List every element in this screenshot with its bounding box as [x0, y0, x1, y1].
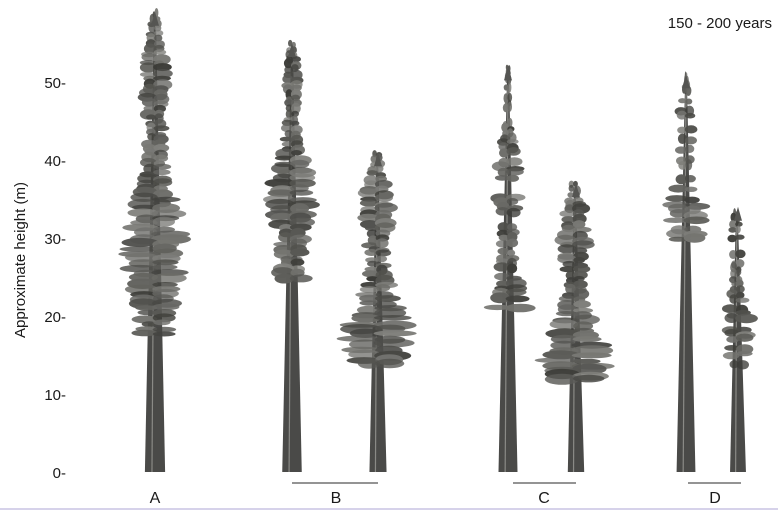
tree-foliage	[508, 102, 512, 112]
tree-foliage	[291, 259, 305, 266]
tree-foliage	[684, 197, 699, 204]
tree-foliage	[153, 217, 175, 227]
tree-b	[337, 150, 417, 472]
y-tick-label: 10-	[44, 387, 66, 404]
tree-foliage	[550, 319, 579, 329]
tree-foliage	[736, 334, 754, 342]
tree-foliage	[376, 256, 387, 263]
tree-foliage	[506, 295, 530, 302]
tree-foliage	[131, 330, 157, 337]
tree-foliage	[290, 248, 309, 256]
tree-foliage	[153, 164, 171, 170]
tree-foliage	[290, 190, 314, 196]
tree-foliage	[152, 273, 187, 283]
group-label-d: D	[709, 490, 721, 507]
tree-foliage	[505, 304, 536, 313]
tree-foliage	[376, 238, 389, 248]
tree-foliage	[507, 175, 519, 182]
tree-foliage	[154, 50, 166, 55]
tree-foliage	[735, 235, 744, 240]
y-tick-label: 30-	[44, 231, 66, 248]
tree-foliage	[153, 327, 177, 332]
tree-d	[722, 207, 758, 472]
tree-foliage	[153, 332, 176, 337]
tree-foliage	[375, 359, 404, 368]
tree-foliage	[507, 198, 518, 205]
tree-foliage	[507, 264, 517, 274]
tree-tip	[504, 66, 512, 80]
tree-a	[118, 8, 191, 472]
tree-foliage	[685, 145, 694, 153]
tree-foliage	[685, 113, 695, 119]
tree-foliage	[685, 187, 698, 192]
y-tick-label: 40-	[44, 153, 66, 170]
tree-foliage	[374, 315, 412, 321]
group-label-b: B	[331, 490, 342, 507]
tree-foliage	[508, 82, 512, 93]
tree-foliage	[572, 352, 612, 358]
group-label-a: A	[150, 490, 161, 507]
tree-foliage	[573, 375, 605, 383]
tree-foliage	[376, 249, 392, 256]
y-axis-ticks: 0- 10- 20- 30- 40- 50-	[44, 75, 66, 482]
tree-foliage	[573, 336, 602, 342]
tree-foliage	[291, 121, 299, 126]
tree-foliage	[376, 284, 390, 291]
tree-foliage	[506, 289, 527, 296]
tree-foliage	[153, 169, 170, 175]
tree-foliage	[685, 175, 696, 182]
tree-foliage	[153, 125, 169, 131]
tree-foliage	[735, 250, 745, 259]
tree-c	[484, 65, 536, 472]
trees-layer	[118, 8, 758, 472]
tree-foliage	[558, 244, 577, 253]
tree-foliage	[153, 320, 170, 326]
tree-foliage	[735, 226, 740, 234]
figure-title: 150 - 200 years	[668, 15, 772, 32]
tree-foliage	[685, 159, 692, 170]
tree-foliage	[736, 269, 741, 275]
tree-foliage	[685, 99, 692, 105]
y-axis-label: Approximate height (m)	[12, 182, 29, 338]
tree-foliage	[374, 330, 417, 336]
tree-foliage	[727, 235, 737, 243]
tree-foliage	[573, 257, 585, 263]
tree-foliage	[736, 351, 752, 356]
tree-foliage	[684, 233, 706, 242]
y-tick-label: 50-	[44, 75, 66, 92]
tree-foliage	[507, 208, 521, 218]
tree-foliage	[153, 264, 178, 269]
tree-c	[535, 181, 615, 472]
tree-foliage	[494, 262, 510, 271]
tree-foliage	[152, 259, 178, 265]
group-label-c: C	[538, 490, 550, 507]
tree-foliage	[737, 360, 749, 369]
tree-foliage	[507, 239, 518, 248]
tree-foliage	[685, 125, 698, 133]
tree-foliage	[736, 298, 750, 303]
tree-foliage	[290, 274, 313, 282]
y-tick-label: 0-	[53, 465, 66, 482]
tree-foliage	[375, 295, 401, 302]
tree-foliage	[506, 168, 524, 176]
group-labels: A B C D	[150, 490, 721, 507]
tree-foliage	[735, 314, 758, 324]
tree-foliage	[506, 147, 520, 156]
tree-foliage	[683, 217, 709, 225]
tree-foliage	[291, 150, 302, 156]
tree-d	[662, 71, 710, 472]
tree-foliage	[573, 300, 591, 308]
y-tick-label: 20-	[44, 309, 66, 326]
tree-b	[263, 40, 320, 472]
tree-foliage	[685, 136, 697, 144]
tree-foliage	[375, 194, 393, 203]
